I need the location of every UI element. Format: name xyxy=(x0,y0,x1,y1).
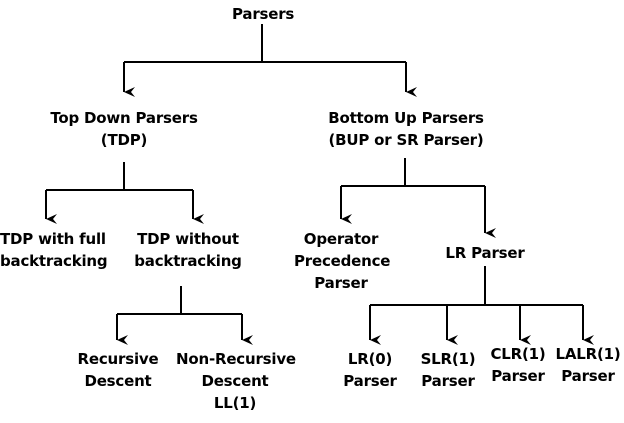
node-lalr-line-2: Parser xyxy=(561,367,615,385)
node-operator-line-2: Precedence xyxy=(294,252,391,270)
node-nonrecursive-line-2: Descent xyxy=(201,372,269,390)
node-lr0-parser: LR(0) Parser xyxy=(340,348,400,392)
node-slr-line-1: SLR(1) xyxy=(420,350,476,368)
node-parsers: Parsers xyxy=(232,3,294,25)
node-tdp-full-backtracking: TDP with full backtracking xyxy=(0,228,108,272)
node-bottom-up-parsers: Bottom Up Parsers (BUP or SR Parser) xyxy=(321,107,491,151)
node-top-down-line-1: Top Down Parsers xyxy=(50,109,198,127)
node-lr-parser: LR Parser xyxy=(437,242,533,264)
node-non-recursive-descent: Non-Recursive Descent LL(1) xyxy=(176,348,296,414)
node-nonrecursive-line-1: Non-Recursive xyxy=(176,350,296,368)
node-recursive-descent: Recursive Descent xyxy=(72,348,164,392)
node-top-down-parsers: Top Down Parsers (TDP) xyxy=(44,107,204,151)
node-parsers-label: Parsers xyxy=(232,5,295,23)
node-clr-line-2: Parser xyxy=(491,367,545,385)
node-top-down-line-2: (TDP) xyxy=(100,131,148,149)
node-recursive-line-2: Descent xyxy=(84,372,152,390)
node-lr-label: LR Parser xyxy=(445,244,525,262)
node-lalr1-parser: LALR(1) Parser xyxy=(552,343,624,387)
node-lr0-line-1: LR(0) xyxy=(347,350,393,368)
node-tdp-full-line-2: backtracking xyxy=(0,252,108,270)
node-operator-precedence-parser: Operator Precedence Parser xyxy=(294,228,391,294)
node-tdp-full-line-1: TDP with full xyxy=(0,230,106,248)
node-tdp-without-line-2: backtracking xyxy=(134,252,242,270)
node-bottom-up-line-2: (BUP or SR Parser) xyxy=(328,131,484,149)
node-recursive-line-1: Recursive xyxy=(77,350,159,368)
node-lalr-line-1: LALR(1) xyxy=(555,345,621,363)
node-slr-line-2: Parser xyxy=(421,372,475,390)
node-lr0-line-2: Parser xyxy=(343,372,397,390)
node-operator-line-3: Parser xyxy=(314,274,368,292)
node-clr1-parser: CLR(1) Parser xyxy=(486,343,550,387)
node-slr1-parser: SLR(1) Parser xyxy=(416,348,480,392)
node-bottom-up-line-1: Bottom Up Parsers xyxy=(328,109,484,127)
node-nonrecursive-line-3: LL(1) xyxy=(213,394,257,412)
node-tdp-without-backtracking: TDP without backtracking xyxy=(132,228,244,272)
node-clr-line-1: CLR(1) xyxy=(490,345,546,363)
node-operator-line-1: Operator xyxy=(303,230,379,248)
node-tdp-without-line-1: TDP without xyxy=(137,230,239,248)
